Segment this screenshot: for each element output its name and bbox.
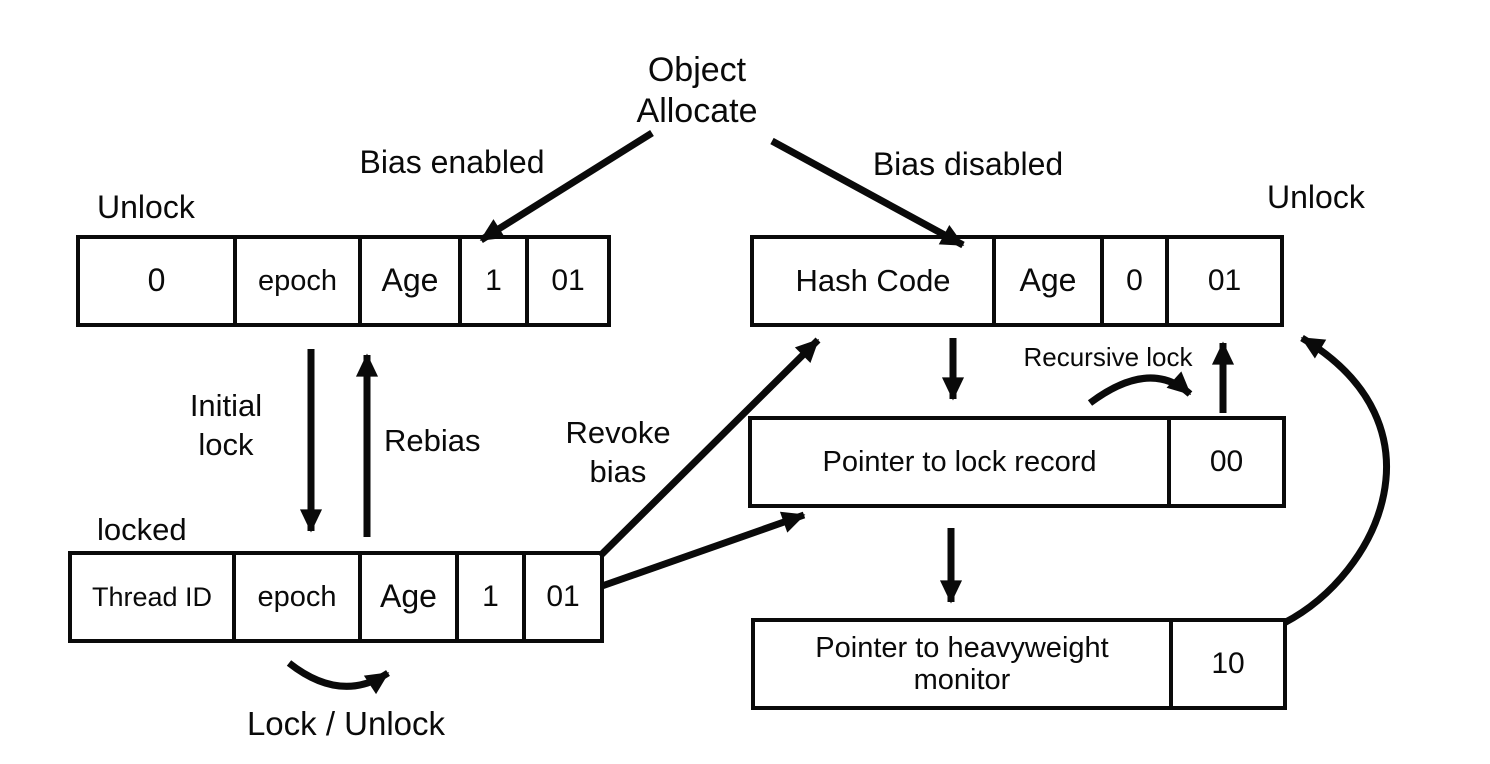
rebias-label: Rebias bbox=[384, 423, 481, 458]
field-lock-bits: 10 bbox=[1169, 618, 1287, 710]
arrow-monitor-unlock-curve bbox=[1282, 334, 1390, 627]
field-lock-bits: 00 bbox=[1167, 416, 1286, 508]
initial-lock-label: Initial lock bbox=[190, 387, 262, 465]
locked-label: locked bbox=[97, 512, 187, 547]
recursive-lock-label: Recursive lock bbox=[1023, 342, 1193, 372]
object-allocate-label: Object Allocate bbox=[637, 50, 758, 133]
field-epoch: epoch bbox=[232, 551, 362, 643]
mark-word-unbiased-unlocked: Hash Code Age 0 01 bbox=[750, 235, 1284, 327]
mark-word-biased-locked: Thread ID epoch Age 1 01 bbox=[68, 551, 604, 643]
field-thread-id-zero: 0 bbox=[76, 235, 237, 327]
lock-unlock-label: Lock / Unlock bbox=[246, 705, 446, 742]
field-biased-bit: 0 bbox=[1100, 235, 1169, 327]
field-lock-bits: 01 bbox=[522, 551, 604, 643]
field-biased-bit: 1 bbox=[458, 235, 529, 327]
field-lock-bits: 01 bbox=[1165, 235, 1284, 327]
mark-word-heavyweight-locked: Pointer to heavyweight monitor 10 bbox=[751, 618, 1287, 710]
revoke-bias-line2: bias bbox=[589, 453, 647, 489]
mark-word-lightweight-locked: Pointer to lock record 00 bbox=[748, 416, 1286, 508]
field-monitor-pointer: Pointer to heavyweight monitor bbox=[751, 618, 1173, 710]
initial-lock-line2: lock bbox=[198, 426, 254, 462]
arrow-recursive-lock-curve bbox=[1087, 371, 1193, 406]
field-age: Age bbox=[358, 551, 459, 643]
unlock-left-label: Unlock bbox=[97, 189, 195, 225]
unlock-right-label: Unlock bbox=[1267, 179, 1365, 215]
field-epoch: epoch bbox=[233, 235, 362, 327]
initial-lock-line1: Initial bbox=[189, 388, 263, 423]
field-thread-id: Thread ID bbox=[68, 551, 236, 643]
arrow-revoke-bias-to-lock-record bbox=[600, 511, 806, 590]
object-allocate-line1: Object bbox=[647, 51, 747, 89]
field-biased-bit: 1 bbox=[455, 551, 526, 643]
bias-disabled-label: Bias disabled bbox=[872, 146, 1064, 182]
object-allocate-line2: Allocate bbox=[636, 92, 758, 131]
field-age: Age bbox=[992, 235, 1104, 327]
revoke-bias-label: Revoke bias bbox=[565, 414, 670, 492]
field-age: Age bbox=[358, 235, 462, 327]
field-lock-bits: 01 bbox=[525, 235, 611, 327]
mark-word-biased-unlocked: 0 epoch Age 1 01 bbox=[76, 235, 611, 327]
field-lock-record-pointer: Pointer to lock record bbox=[748, 416, 1171, 508]
field-hash-code: Hash Code bbox=[750, 235, 996, 327]
arrow-lock-unlock-curve bbox=[286, 660, 390, 695]
bias-enabled-label: Bias enabled bbox=[359, 144, 545, 180]
revoke-bias-line1: Revoke bbox=[565, 415, 671, 450]
